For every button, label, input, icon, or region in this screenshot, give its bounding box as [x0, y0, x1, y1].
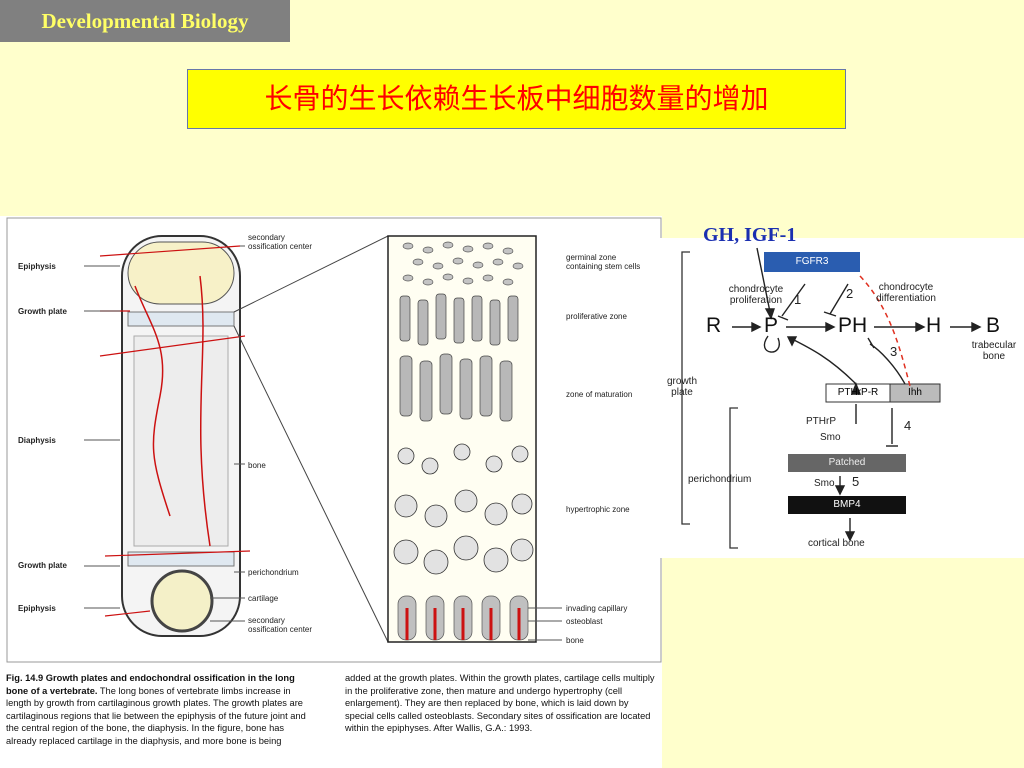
caption-text-1: The long bones of vertebrate limbs incre…	[6, 685, 306, 746]
label-secondary-center-top: secondary ossification center	[248, 233, 313, 251]
label-smo-1: Smo	[820, 432, 841, 443]
label-growth-plate: growth plate	[666, 376, 697, 398]
ihh-box: Ihh	[908, 387, 922, 398]
label-perichondrium-pathway: perichondrium	[688, 474, 752, 485]
course-tag: Developmental Biology	[0, 0, 290, 42]
figure-illustration	[6, 217, 662, 663]
label-trabecular-bone: trabecular bone	[971, 340, 1017, 362]
label-growth-plate-bottom: Growth plate	[18, 561, 67, 570]
label-pthrp: PTHrP	[806, 416, 836, 427]
patched-box: Patched	[828, 457, 866, 468]
num-5: 5	[852, 474, 860, 489]
label-epiphysis-bottom: Epiphysis	[18, 604, 56, 613]
caption-fig-no: Fig. 14.9	[6, 673, 44, 683]
fgfr3-box: FGFR3	[795, 256, 829, 267]
label-perichondrium: perichondrium	[248, 568, 299, 577]
label-diaphysis: Diaphysis	[18, 436, 56, 445]
bmp4-box: BMP4	[833, 499, 861, 510]
growth-plate-figure: Epiphysis Growth plate Diaphysis Growth …	[0, 216, 662, 768]
zone-enlargement-drawing	[387, 235, 562, 643]
label-bone: bone	[248, 461, 266, 470]
label-chondro-prolif: chondrocyte proliferation	[728, 284, 784, 306]
pathway-diagram: FGFR3 chondrocyte proliferation chondroc…	[660, 238, 1024, 558]
num-4: 4	[904, 418, 912, 433]
label-epiphysis-top: Epiphysis	[18, 262, 56, 271]
label-smo-2: Smo	[814, 478, 835, 489]
slide-title: 长骨的生长依赖生长板中细胞数量的增加	[187, 69, 846, 129]
label-secondary-center-bottom: secondary ossification center	[248, 616, 313, 634]
pathway-graphics	[681, 247, 982, 549]
num-1: 1	[794, 292, 802, 307]
label-proliferative-zone: proliferative zone	[566, 312, 627, 321]
label-hypertrophic-zone: hypertrophic zone	[566, 505, 630, 514]
label-osteoblast: osteoblast	[566, 617, 603, 626]
num-3: 3	[890, 344, 898, 359]
caption-heading: Growth plates and endochondral ossificat…	[6, 673, 295, 696]
label-zone-bone: bone	[566, 636, 584, 645]
label-chondro-diff: chondrocyte differentiation	[876, 282, 936, 304]
node-b: B	[986, 314, 1001, 337]
caption-text-2: added at the growth plates. Within the g…	[345, 673, 655, 734]
long-bone-drawing	[84, 235, 389, 643]
pthrp-r-box: PTHrP-R	[837, 387, 879, 398]
label-growth-plate-top: Growth plate	[18, 307, 67, 316]
caption-column-left: Fig. 14.9 Growth plates and endochondral…	[6, 672, 308, 748]
caption-column-right: added at the growth plates. Within the g…	[345, 672, 655, 735]
gh-igf1-annotation: GH, IGF-1	[703, 224, 797, 246]
label-maturation-zone: zone of maturation	[566, 390, 633, 399]
node-p: P	[764, 314, 779, 337]
label-cortical-bone: cortical bone	[808, 538, 865, 549]
label-cartilage: cartilage	[248, 594, 279, 603]
node-h: H	[926, 314, 942, 337]
num-2: 2	[846, 286, 854, 301]
node-r: R	[706, 314, 722, 337]
label-germinal-zone: germinal zone containing stem cells	[566, 253, 641, 271]
label-invading-capillary: invading capillary	[566, 604, 628, 613]
node-ph: PH	[838, 314, 868, 337]
